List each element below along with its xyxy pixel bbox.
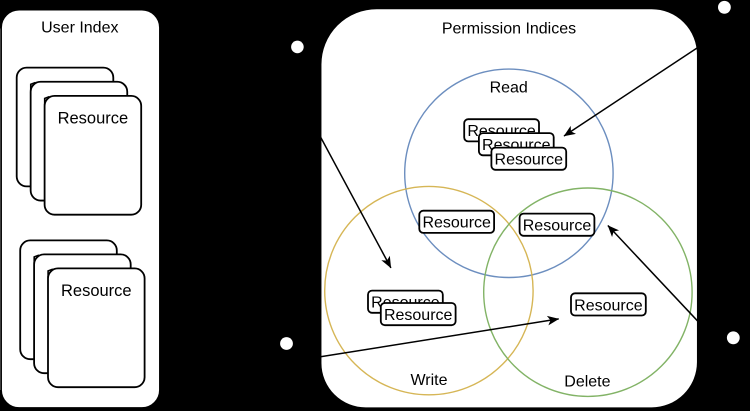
svg-text:Resource: Resource	[384, 307, 453, 324]
svg-text:Resource: Resource	[422, 215, 491, 232]
svg-text:User Index: User Index	[41, 20, 118, 37]
svg-text:Resource: Resource	[574, 297, 643, 314]
svg-text:Read: Read	[490, 80, 528, 97]
svg-text:Resource: Resource	[495, 152, 564, 169]
svg-text:Resource: Resource	[523, 218, 592, 235]
svg-text:Resource: Resource	[58, 110, 129, 128]
svg-text:Resource: Resource	[61, 282, 132, 300]
svg-text:Write: Write	[410, 372, 447, 389]
svg-text:Delete: Delete	[564, 374, 610, 391]
svg-text:Permission Indices: Permission Indices	[442, 21, 576, 38]
